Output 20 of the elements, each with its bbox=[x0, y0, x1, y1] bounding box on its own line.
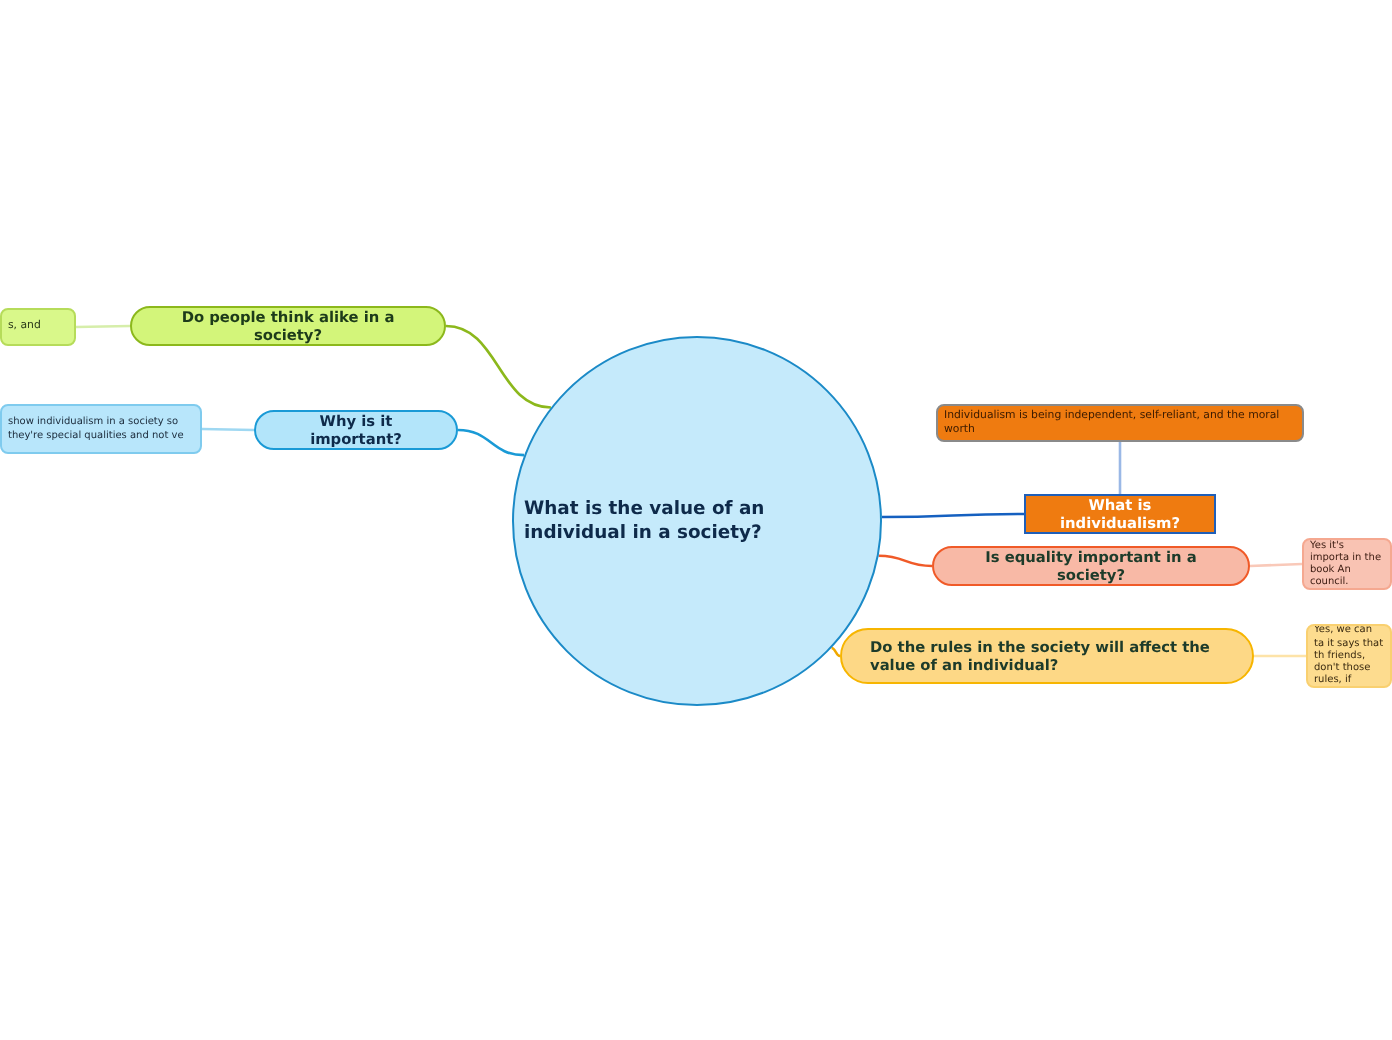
topic-box bbox=[932, 546, 1250, 586]
note-box bbox=[1302, 538, 1392, 590]
topic-box bbox=[254, 410, 458, 450]
topic-box bbox=[840, 628, 1254, 684]
topic-box bbox=[130, 306, 446, 346]
note-box bbox=[0, 308, 76, 346]
note-box bbox=[936, 404, 1304, 442]
connector-line bbox=[75, 324, 131, 329]
connector-line bbox=[1254, 654, 1306, 658]
connector-line bbox=[1118, 442, 1122, 494]
connector-line bbox=[878, 554, 933, 568]
node-text: What is the value of an individual in a society? bbox=[524, 498, 767, 544]
connector-line bbox=[1249, 562, 1303, 568]
connector-line bbox=[881, 512, 1024, 519]
note-box bbox=[0, 404, 202, 454]
connector-line bbox=[445, 324, 552, 409]
topic-box bbox=[1024, 494, 1216, 534]
connector-line bbox=[457, 428, 525, 457]
connector-line bbox=[831, 646, 841, 658]
connector-line bbox=[201, 427, 255, 432]
